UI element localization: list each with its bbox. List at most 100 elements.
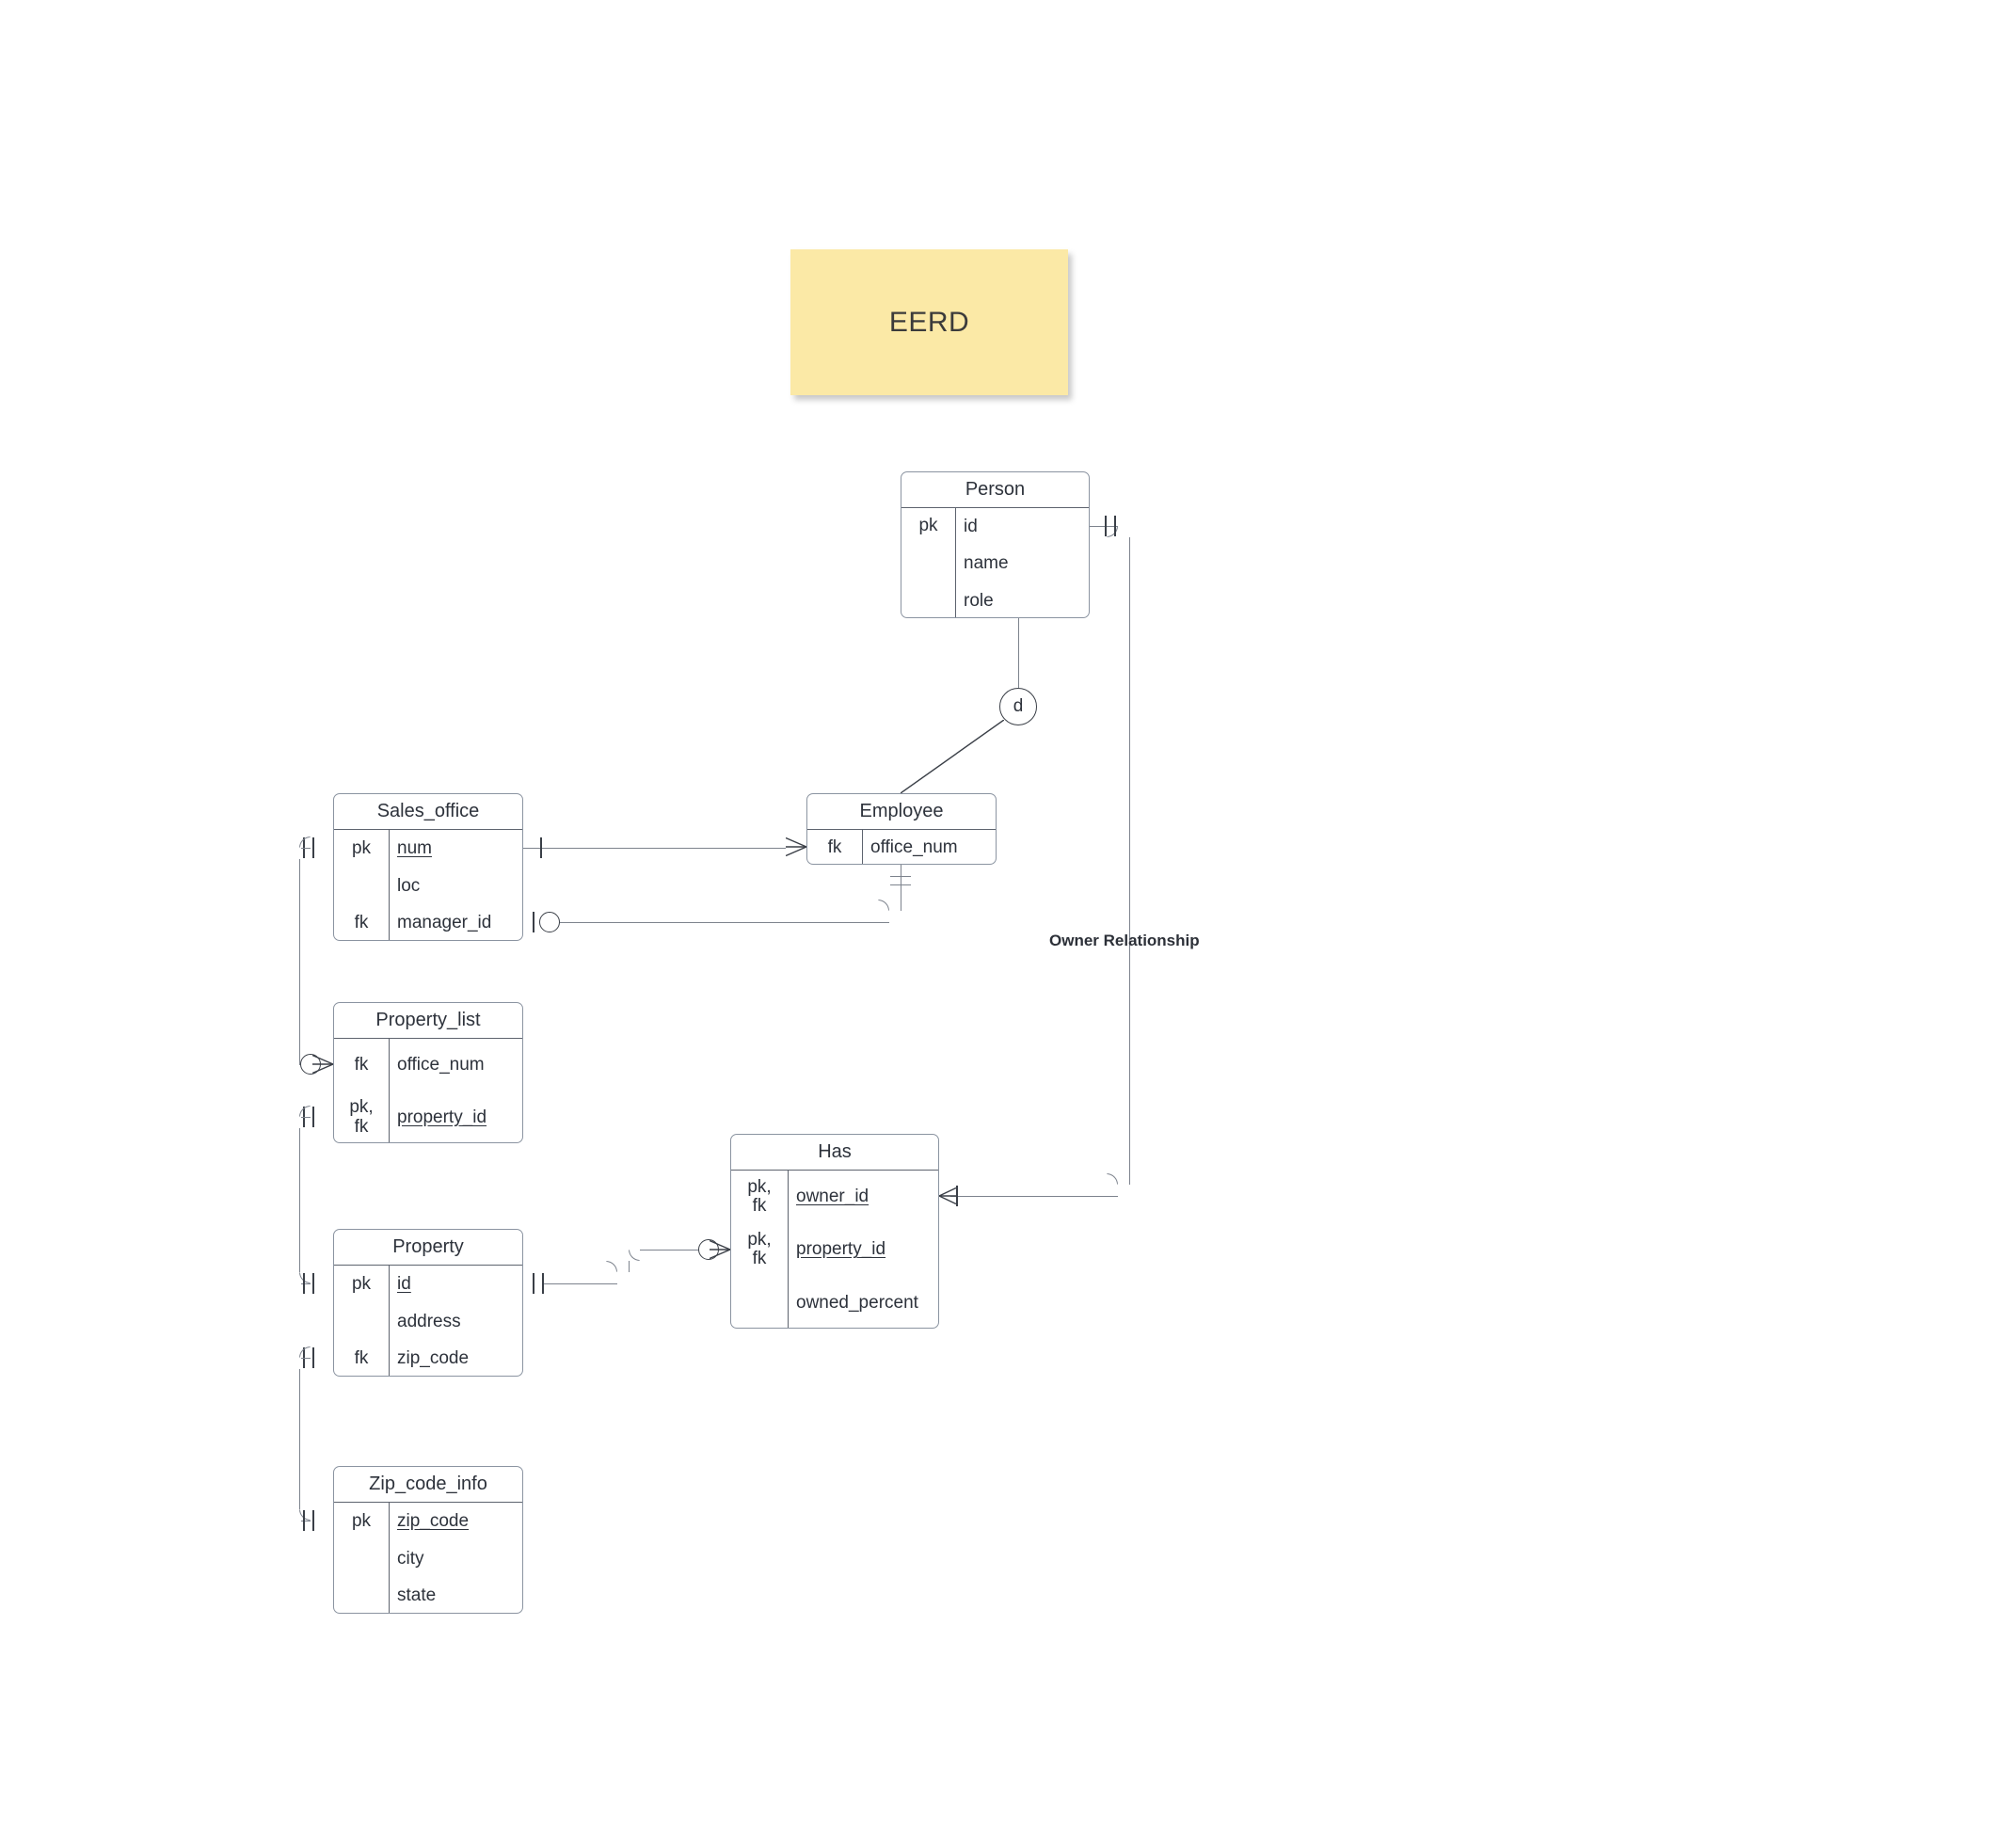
bus-b-elbow-top — [299, 1106, 311, 1117]
attr-name-property-zip_code: zip_code — [397, 1348, 470, 1369]
employee-bottom-bar-b — [890, 884, 911, 885]
owner-rel-vertical — [1129, 536, 1130, 1186]
specialization-diag-employee — [901, 720, 1004, 793]
attr-name-has-property_id: property_id — [796, 1239, 886, 1260]
bus-a-join — [299, 1064, 300, 1065]
has-owner-card-bar — [956, 1186, 958, 1207]
entity-body-sales_office: pk num loc fk manager_id — [334, 830, 522, 940]
property-id-left-bar-2 — [303, 1272, 305, 1294]
property-has-seg2 — [640, 1249, 698, 1251]
bus-a-elbow-top — [299, 836, 311, 848]
attr-name-property-id: id — [397, 1274, 411, 1294]
bus-b-top — [301, 1117, 311, 1118]
attr-key-has-1: pk,fk — [747, 1229, 772, 1269]
key-column-divider — [389, 1039, 390, 1142]
entity-title-has: Has — [731, 1135, 938, 1171]
attr-name-zip_code_info-state: state — [397, 1585, 437, 1606]
property-has-vertical — [629, 1260, 630, 1272]
key-column-divider — [389, 1503, 390, 1613]
attr-name-person-id: id — [964, 517, 978, 536]
attr-key-sales_office-0: pk — [351, 837, 372, 858]
owner-rel-bottom-segment — [950, 1196, 1118, 1198]
person-card-bar-2 — [1114, 515, 1116, 536]
entity-body-person: pk id name role — [901, 508, 1089, 617]
property-id-left-bar-1 — [312, 1272, 314, 1294]
attr-key-person-0: pk — [918, 516, 938, 536]
manager-elbow — [878, 900, 889, 912]
property-has-elbow-1 — [606, 1260, 617, 1272]
sticky-note-eerd[interactable]: EERD — [790, 249, 1068, 395]
manager-horizontal — [560, 922, 889, 924]
property-right-bar-2 — [542, 1272, 544, 1294]
attr-name-person-role: role — [964, 590, 994, 611]
specialization-disjoint-icon: d — [999, 688, 1037, 725]
attr-name-zip_code_info-zip_code: zip_code — [397, 1511, 470, 1531]
entity-body-property: pk id address fk zip_code — [334, 1266, 522, 1376]
property-zip-bar-1 — [312, 1347, 314, 1369]
attr-name-property_list-office_num: office_num — [397, 1055, 485, 1075]
attr-key-property-0: pk — [351, 1273, 372, 1294]
specialization-vline — [1018, 618, 1019, 688]
bus-b-elbow-bottom — [299, 1271, 311, 1283]
bus-b-vertical — [299, 1128, 300, 1272]
property-right-bar-1 — [533, 1272, 534, 1294]
entity-title-zip_code_info: Zip_code_info — [334, 1467, 522, 1503]
attr-key-employee-0: fk — [827, 836, 842, 857]
bus-a-top — [301, 847, 311, 849]
attr-key-zip_code_info-0: pk — [351, 1510, 372, 1531]
sticky-note-label: EERD — [888, 306, 970, 338]
key-column-divider — [389, 1266, 390, 1376]
propertylist-officenum-crowsfoot — [312, 1055, 333, 1074]
relationship-label-owner: Owner Relationship — [1049, 932, 1200, 949]
bus-c-top — [301, 1358, 311, 1360]
has-propertyid-crowsfoot — [710, 1239, 730, 1259]
bus-c-elbow-top — [299, 1346, 311, 1359]
attr-name-sales_office-num: num — [397, 838, 432, 858]
owner-rel-elbow-bottom — [1107, 1173, 1118, 1186]
key-column-divider — [955, 508, 956, 617]
attr-key-sales_office-2: fk — [354, 912, 369, 932]
key-column-divider — [389, 830, 390, 940]
attr-name-person-name: name — [964, 553, 1009, 574]
bus-a-vertical — [299, 858, 300, 1064]
key-column-divider — [862, 830, 863, 864]
attr-name-has-owner_id: owner_id — [796, 1187, 869, 1206]
salesoffice-num-card-bar — [540, 836, 542, 858]
zipinfo-bar-1 — [312, 1509, 314, 1531]
property-has-seg1 — [544, 1282, 617, 1284]
propertylist-pid-bar-1 — [312, 1107, 314, 1127]
attr-name-sales_office-manager_id: manager_id — [397, 913, 492, 933]
manager-card-bar — [533, 912, 534, 933]
attr-name-has-owned_percent: owned_percent — [796, 1292, 918, 1313]
person-card-bar-1 — [1105, 515, 1107, 536]
attr-name-sales_office-loc: loc — [397, 875, 421, 896]
property-has-elbow-2 — [629, 1249, 640, 1261]
owner-rel-top-segment — [1090, 525, 1118, 527]
attr-key-property-2: fk — [354, 1347, 369, 1368]
entity-title-property_list: Property_list — [334, 1003, 522, 1039]
entity-title-property: Property — [334, 1230, 522, 1266]
attr-name-property-address: address — [397, 1311, 461, 1331]
attr-key-property_list-1: pk,fk — [349, 1097, 374, 1137]
salesoffice-left-bar-1 — [312, 836, 314, 858]
salesoffice-employee-line — [523, 847, 786, 849]
entity-property[interactable]: Property pk id address fk zip_code — [333, 1229, 523, 1377]
employee-bottom-bar-a — [890, 876, 911, 877]
employee-officenum-crowsfoot — [786, 837, 806, 856]
attr-key-property_list-0: fk — [354, 1054, 369, 1075]
bus-c-vertical — [299, 1369, 300, 1509]
has-owner-crowsfoot — [939, 1187, 956, 1205]
entity-title-employee: Employee — [807, 794, 996, 830]
bus-c-elbow-bottom — [299, 1508, 311, 1521]
key-column-divider — [788, 1171, 789, 1328]
